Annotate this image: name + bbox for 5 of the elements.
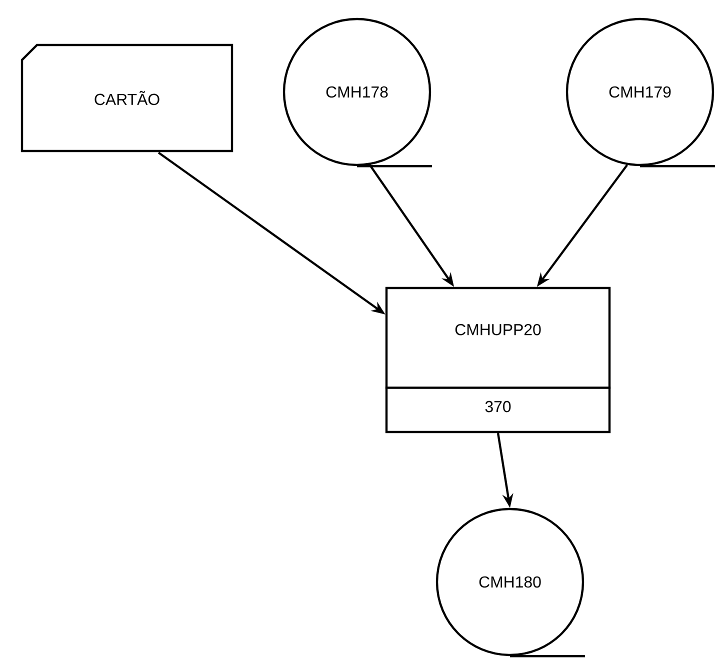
magnetic-tape: CMH178 [282,18,432,168]
magnetic-tape: CMH180 [436,508,585,658]
magnetic-tape: CMH179 [566,18,715,168]
punched-card: CARTÃO [20,44,234,152]
process-box: CMHUPP20 370 [385,286,611,434]
